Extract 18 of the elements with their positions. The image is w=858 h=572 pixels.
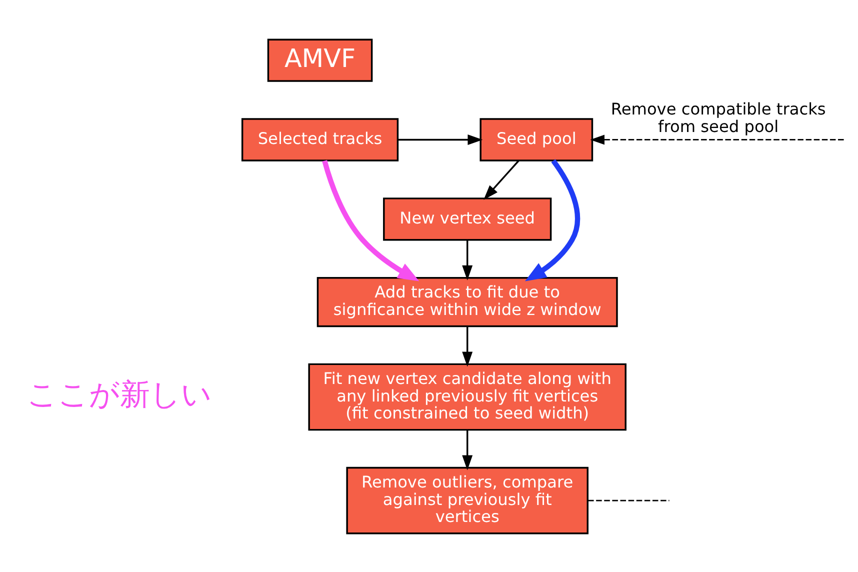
label: ここが新しい bbox=[27, 376, 212, 412]
arrow bbox=[398, 134, 483, 144]
node-box: Fit new vertex candidate along with any linked previously fit vertices (fit constrained to seed width) bbox=[308, 362, 626, 430]
edge-label: Remove compatible tracks from seed pool bbox=[610, 99, 826, 136]
arrow bbox=[462, 326, 473, 366]
node-box: Remove outliers, compare against previously fit vertices bbox=[346, 466, 588, 534]
arrow bbox=[462, 430, 473, 470]
node-box: New vertex seed bbox=[383, 197, 552, 240]
node-box: Add tracks to fit due to signficance within wide z window bbox=[316, 276, 618, 327]
arrow bbox=[322, 160, 420, 281]
connector bbox=[588, 499, 670, 501]
node-box: Seed pool bbox=[480, 118, 594, 161]
arrow bbox=[590, 134, 844, 144]
node-box: Selected tracks bbox=[241, 118, 399, 161]
arrow bbox=[462, 240, 473, 280]
arrow bbox=[484, 160, 520, 200]
arrow bbox=[524, 158, 580, 281]
node-box: AMVF bbox=[267, 38, 373, 82]
